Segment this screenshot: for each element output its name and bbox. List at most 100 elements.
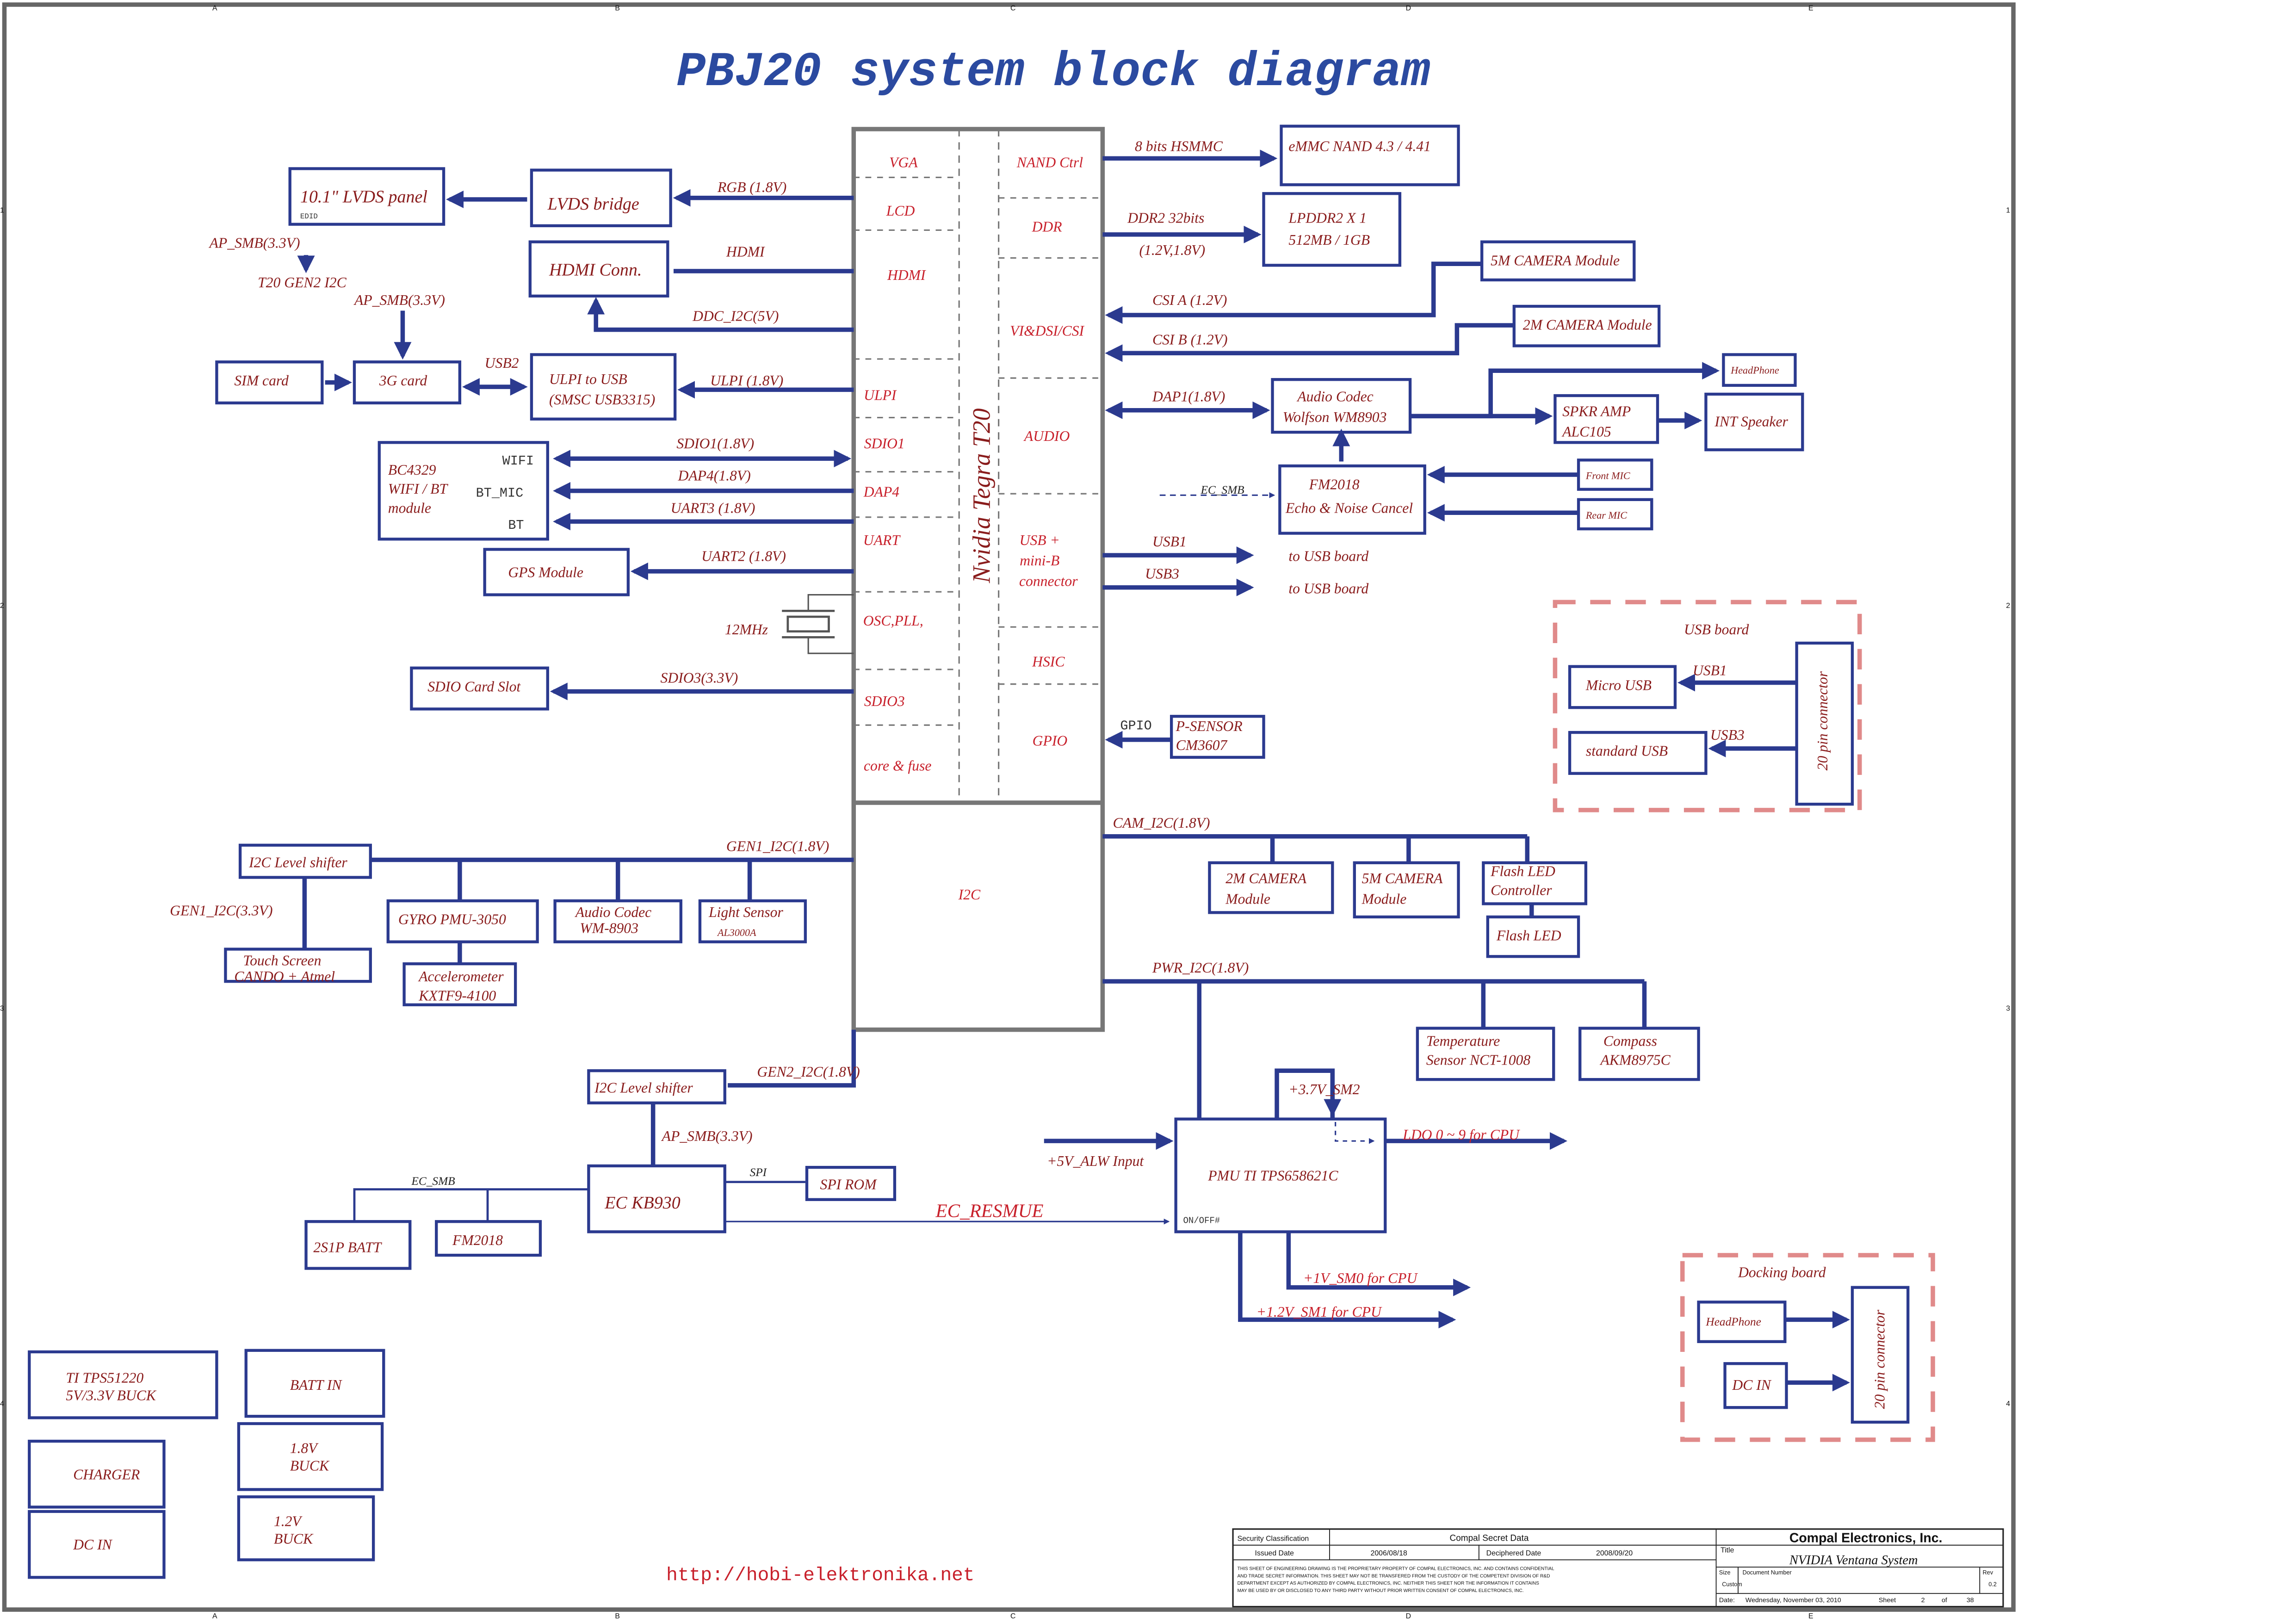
svg-text:Title: Title: [1720, 1547, 1734, 1555]
t20-gen2-label: T20 GEN2 I2C: [258, 274, 347, 291]
fm2018-ec-box: FM2018: [435, 1220, 542, 1257]
spi-label: SPI: [750, 1166, 767, 1179]
svg-text:Accelerometer: Accelerometer: [418, 968, 504, 985]
svg-text:2008/09/20: 2008/09/20: [1596, 1549, 1633, 1557]
soc-block: Nvidia Tegra T20 VGA LCD HDMI ULPI SDIO1…: [851, 127, 1105, 1032]
accelerometer-box: Accelerometer KXTF9-4100: [402, 962, 517, 1006]
svg-text:AKM8975C: AKM8975C: [1600, 1052, 1671, 1068]
svg-text:3: 3: [2006, 1004, 2010, 1012]
svg-text:Touch Screen: Touch Screen: [243, 952, 321, 968]
ddr-voltage-label: (1.2V,1.8V): [1139, 242, 1206, 258]
svg-text:Rear MIC: Rear MIC: [1585, 509, 1627, 521]
port-minib: mini-B: [1020, 552, 1059, 569]
svg-text:CHARGER: CHARGER: [73, 1466, 140, 1482]
buck-18-box: 1.8V BUCK: [237, 1422, 384, 1491]
svg-text:INT Speaker: INT Speaker: [1714, 414, 1788, 430]
svg-text:(SMSC USB3315): (SMSC USB3315): [549, 391, 655, 408]
svg-text:Module: Module: [1362, 891, 1407, 907]
svg-text:Echo & Noise Cancel: Echo & Noise Cancel: [1285, 500, 1413, 516]
sm2-label: +3.7V_SM2: [1288, 1081, 1360, 1097]
ec-smb-label-2: EC_SMB: [411, 1175, 455, 1188]
svg-text:Front MIC: Front MIC: [1585, 470, 1630, 482]
svg-text:Rev: Rev: [1983, 1569, 1993, 1576]
svg-text:Compass: Compass: [1603, 1033, 1657, 1049]
svg-text:SDIO Card Slot: SDIO Card Slot: [427, 678, 521, 694]
svg-text:2006/08/18: 2006/08/18: [1371, 1549, 1407, 1557]
csi-a-label: CSI A (1.2V): [1152, 292, 1227, 308]
sm0-label: +1V_SM0 for CPU: [1303, 1270, 1418, 1286]
flash-controller-box: Flash LED Controller: [1482, 861, 1588, 905]
svg-text:LVDS bridge: LVDS bridge: [547, 194, 639, 214]
page-title: PBJ20 system block diagram: [676, 45, 1430, 100]
svg-text:0.2: 0.2: [1988, 1581, 1997, 1587]
spi-rom-box: SPI ROM: [805, 1165, 897, 1201]
svg-text:EC KB930: EC KB930: [604, 1193, 680, 1213]
svg-text:D: D: [1406, 1612, 1411, 1620]
headphone-box: HeadPhone: [1722, 353, 1797, 387]
port-dap4: DAP4: [863, 483, 900, 500]
buck-12-box: 1.2V BUCK: [237, 1495, 375, 1561]
crystal-12mhz: 12MHz: [725, 594, 854, 654]
svg-text:Module: Module: [1225, 891, 1270, 907]
svg-text:SPKR AMP: SPKR AMP: [1562, 403, 1631, 419]
svg-text:5M CAMERA Module: 5M CAMERA Module: [1491, 252, 1620, 268]
svg-text:A: A: [212, 1612, 217, 1620]
svg-text:FM2018: FM2018: [452, 1232, 503, 1248]
svg-text:I2C Level shifter: I2C Level shifter: [594, 1080, 693, 1096]
port-hsic: HSIC: [1032, 654, 1065, 670]
svg-text:AND TRADE SECRET INFORMATION.: AND TRADE SECRET INFORMATION. THIS SHEET…: [1238, 1573, 1550, 1579]
svg-text:5V/3.3V BUCK: 5V/3.3V BUCK: [66, 1387, 156, 1403]
gps-module-box: GPS Module: [483, 548, 630, 596]
svg-text:Deciphered Date: Deciphered Date: [1486, 1549, 1541, 1557]
gen1-i2c-label: GEN1_I2C(1.8V): [726, 838, 829, 854]
port-nand: NAND Ctrl: [1016, 154, 1083, 170]
svg-text:WIFI / BT: WIFI / BT: [388, 481, 449, 497]
svg-text:4: 4: [2006, 1400, 2010, 1408]
svg-text:B: B: [615, 1612, 620, 1620]
svg-text:5M CAMERA: 5M CAMERA: [1362, 870, 1443, 886]
gen1-i2c-33-label: GEN1_I2C(3.3V): [170, 903, 272, 919]
svg-text:DC IN: DC IN: [73, 1536, 112, 1553]
compass-box: Compass AKM8975C: [1578, 1027, 1700, 1081]
camera-2m-box: 2M CAMERA Module: [1512, 304, 1661, 347]
svg-text:Security Classification: Security Classification: [1238, 1535, 1309, 1542]
sdio1-label: SDIO1(1.8V): [676, 435, 754, 452]
gpio-pin: GPIO: [1120, 719, 1151, 734]
soc-name: Nvidia Tegra T20: [968, 408, 996, 583]
svg-text:C: C: [1010, 5, 1015, 12]
rgb-label: RGB (1.8V): [717, 179, 786, 195]
svg-text:2M CAMERA: 2M CAMERA: [1225, 870, 1307, 886]
emmc-box: eMMC NAND 4.3 / 4.41: [1280, 124, 1460, 186]
svg-text:BC4329: BC4329: [388, 462, 436, 478]
svg-text:DC IN: DC IN: [1732, 1377, 1771, 1393]
sdio3-label: SDIO3(3.3V): [660, 669, 738, 686]
svg-text:Compal Electronics, Inc.: Compal Electronics, Inc.: [1789, 1530, 1943, 1545]
port-sdio3: SDIO3: [864, 693, 905, 709]
gyro-box: GYRO PMU-3050: [386, 899, 539, 943]
svg-text:512MB / 1GB: 512MB / 1GB: [1288, 232, 1370, 248]
svg-text:FM2018: FM2018: [1309, 477, 1360, 493]
svg-text:ALC105: ALC105: [1561, 424, 1611, 440]
svg-text:D: D: [1406, 5, 1411, 12]
svg-text:C: C: [1010, 1612, 1015, 1620]
docking-board: Docking board HeadPhone DC IN 20 pin con…: [1680, 1253, 1935, 1442]
charger-box: CHARGER: [28, 1439, 166, 1509]
svg-text:TI TPS51220: TI TPS51220: [66, 1369, 143, 1386]
svg-text:2: 2: [1921, 1597, 1925, 1604]
hdmi-label: HDMI: [726, 243, 765, 260]
svg-text:CANDO + Atmel: CANDO + Atmel: [234, 968, 335, 985]
port-vi: VI&DSI/CSI: [1010, 322, 1084, 339]
port-core: core & fuse: [864, 757, 931, 774]
svg-text:USB board: USB board: [1684, 621, 1749, 638]
svg-text:CM3607: CM3607: [1176, 737, 1228, 753]
border-markers: A B C D E A B C D E 1 2 3 4 1 2 3 4: [0, 5, 2010, 1620]
cam2m-i2c-box: 2M CAMERA Module: [1208, 861, 1334, 914]
svg-text:Flash LED: Flash LED: [1490, 863, 1555, 879]
source-url[interactable]: http://hobi-elektronika.net: [666, 1565, 974, 1586]
port-uart: UART: [863, 532, 901, 548]
light-sensor-box: Light Sensor AL3000A: [698, 899, 807, 943]
dap1-label: DAP1(1.8V): [1152, 389, 1225, 405]
dap4-label: DAP4(1.8V): [677, 468, 750, 484]
spkr-amp-box: SPKR AMP ALC105: [1553, 394, 1659, 444]
svg-text:BUCK: BUCK: [274, 1531, 314, 1547]
